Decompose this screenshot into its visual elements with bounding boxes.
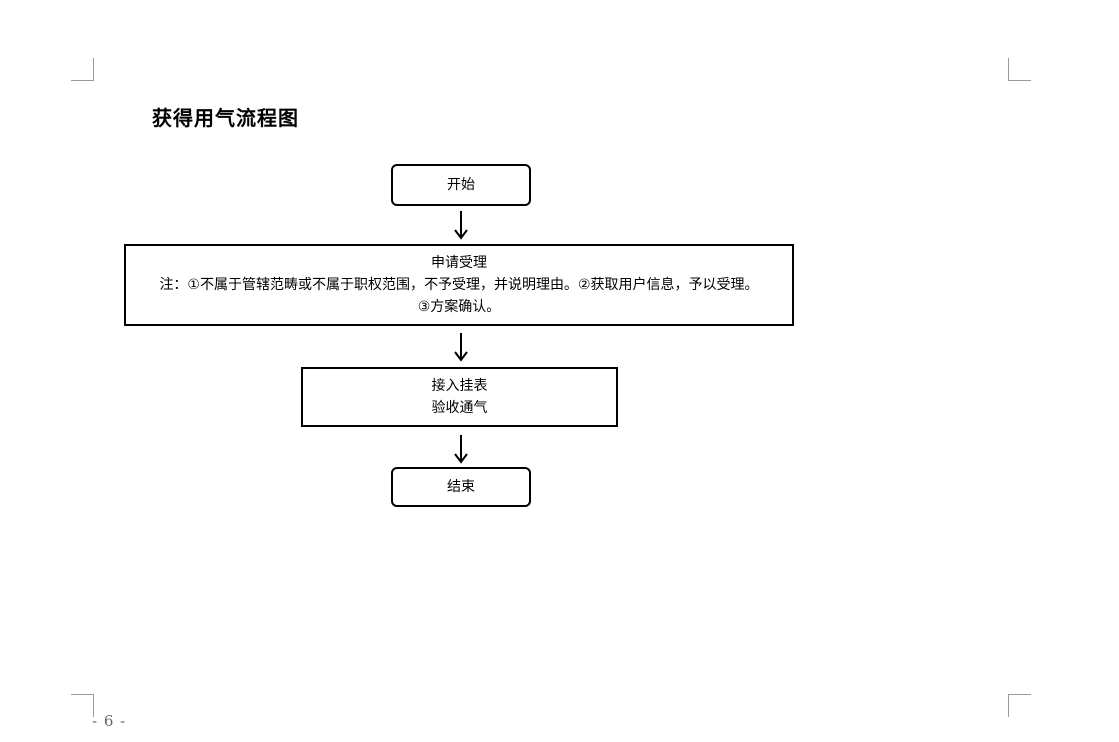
page-title: 获得用气流程图 <box>152 106 299 130</box>
arrow-down-icon <box>454 333 468 362</box>
flow-node-apply-note-line1: 注：①不属于管辖范畴或不属于职权范围，不予受理，并说明理由。②获取用户信息，予以… <box>159 277 759 293</box>
flow-node-end-label: 结束 <box>447 479 475 495</box>
flow-node-install: 接入挂表 验收通气 <box>301 367 618 427</box>
flow-node-apply-note-line2: ③方案确认。 <box>417 299 501 315</box>
flow-node-start-label: 开始 <box>447 177 475 193</box>
flow-node-apply-heading: 申请受理 <box>431 255 487 271</box>
crop-mark-bottom-right <box>1008 694 1031 717</box>
arrow-down-icon <box>454 435 468 464</box>
flow-node-end: 结束 <box>391 467 531 507</box>
flow-node-apply: 申请受理 注：①不属于管辖范畴或不属于职权范围，不予受理，并说明理由。②获取用户… <box>124 244 794 326</box>
arrow-down-icon <box>454 211 468 240</box>
crop-mark-top-right <box>1008 58 1031 81</box>
flow-node-install-line1: 接入挂表 <box>431 378 488 394</box>
crop-mark-bottom-left <box>71 694 94 717</box>
page-number: - 6 - <box>92 712 127 730</box>
crop-mark-top-left <box>71 58 94 81</box>
flow-node-start: 开始 <box>391 164 531 206</box>
flow-node-install-line2: 验收通气 <box>431 400 488 416</box>
